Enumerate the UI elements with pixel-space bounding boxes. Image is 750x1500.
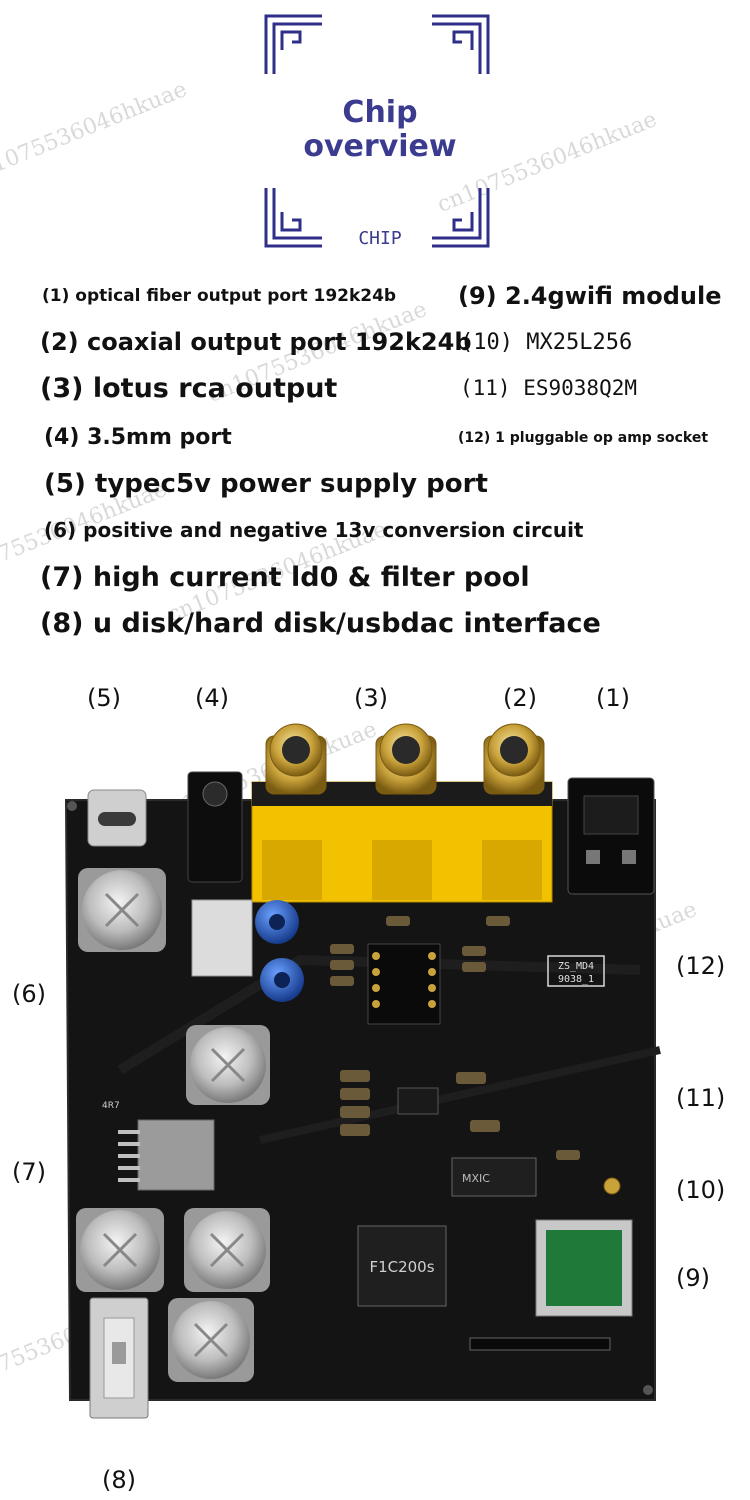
callout-6: (6) — [12, 980, 46, 1008]
title-line-2: overview — [303, 129, 457, 164]
watermark: cn1075536046hkuae — [0, 77, 191, 188]
dc-dc-module — [191, 899, 253, 977]
callout-10: (10) — [676, 1176, 726, 1204]
capacitor — [168, 1298, 254, 1382]
usb-c-port — [87, 789, 147, 847]
callout-7: (7) — [12, 1158, 46, 1186]
soc-chip-f1c200s: F1C200s — [357, 1225, 447, 1307]
capacitor — [186, 1025, 270, 1105]
spec-item-9: (9) 2.4gwifi module — [458, 282, 722, 310]
silk-version: 9038_1 — [558, 974, 594, 985]
electrolytic-capacitor — [255, 900, 299, 944]
spec-item-10: (10) MX25L256 — [460, 330, 633, 355]
rca-jack-left — [265, 723, 327, 795]
electrolytic-capacitor — [260, 958, 304, 1002]
spec-item-7: (7) high current ld0 & filter pool — [40, 562, 530, 593]
spec-item-6: (6) positive and negative 13v conversion… — [44, 518, 584, 542]
spec-item-12: (12) 1 pluggable op amp socket — [458, 430, 709, 446]
spec-item-2: (2) coaxial output port 192k24b — [40, 328, 472, 356]
frame-corner-bottom-left — [264, 186, 324, 248]
callout-4: (4) — [195, 684, 229, 712]
page-title: Chip overview — [295, 96, 465, 164]
rca-jack-right — [483, 723, 545, 795]
smd-components — [330, 916, 594, 1246]
callout-5: (5) — [87, 684, 121, 712]
callout-8: (8) — [102, 1466, 136, 1494]
regulator-ldo — [118, 1119, 215, 1191]
silkscreen-label: ZS_MD4 9038_1 — [547, 955, 605, 987]
usb-a-port — [89, 1297, 149, 1419]
wifi-module — [535, 1177, 633, 1317]
soc-chip-label: F1C200s — [369, 1258, 434, 1276]
frame-corner-bottom-right — [430, 186, 490, 248]
subtitle-chip: CHIP — [358, 228, 402, 249]
callout-3: (3) — [354, 684, 388, 712]
dac-chip-es9038q2m — [397, 1087, 439, 1115]
capacitor — [78, 868, 166, 952]
spec-item-4: (4) 3.5mm port — [44, 425, 232, 450]
inductor-label: 4R7 — [102, 1101, 120, 1111]
capacitor — [76, 1208, 164, 1292]
frame-corner-top-left — [264, 14, 324, 76]
pin-header — [469, 1337, 611, 1351]
callout-12: (12) — [676, 952, 726, 980]
callout-2: (2) — [503, 684, 537, 712]
spec-item-1: (1) optical fiber output port 192k24b — [42, 286, 397, 306]
capacitor — [184, 1208, 270, 1292]
rca-jack-middle — [375, 723, 437, 795]
spec-item-3: (3) lotus rca output — [40, 373, 338, 404]
spec-item-8: (8) u disk/hard disk/usbdac interface — [40, 608, 601, 639]
callout-11: (11) — [676, 1084, 726, 1112]
callout-9: (9) — [676, 1264, 710, 1292]
op-amp-socket — [367, 943, 441, 1025]
optical-output-port — [567, 777, 655, 895]
spec-item-11: (11) ES9038Q2M — [460, 376, 638, 400]
frame-corner-top-right — [430, 14, 490, 76]
spec-item-5: (5) typec5v power supply port — [44, 469, 488, 499]
title-line-1: Chip — [342, 95, 418, 130]
flash-chip-mx25l256: MXIC — [451, 1157, 537, 1197]
callout-1: (1) — [596, 684, 630, 712]
flash-chip-label: MXIC — [462, 1172, 490, 1185]
rca-connector-block — [251, 781, 553, 903]
audio-jack-3-5mm — [187, 771, 243, 883]
pcb-board-photo: ZS_MD4 9038_1 MXIC F1C200s — [64, 723, 661, 1419]
silk-model: ZS_MD4 — [558, 961, 594, 972]
